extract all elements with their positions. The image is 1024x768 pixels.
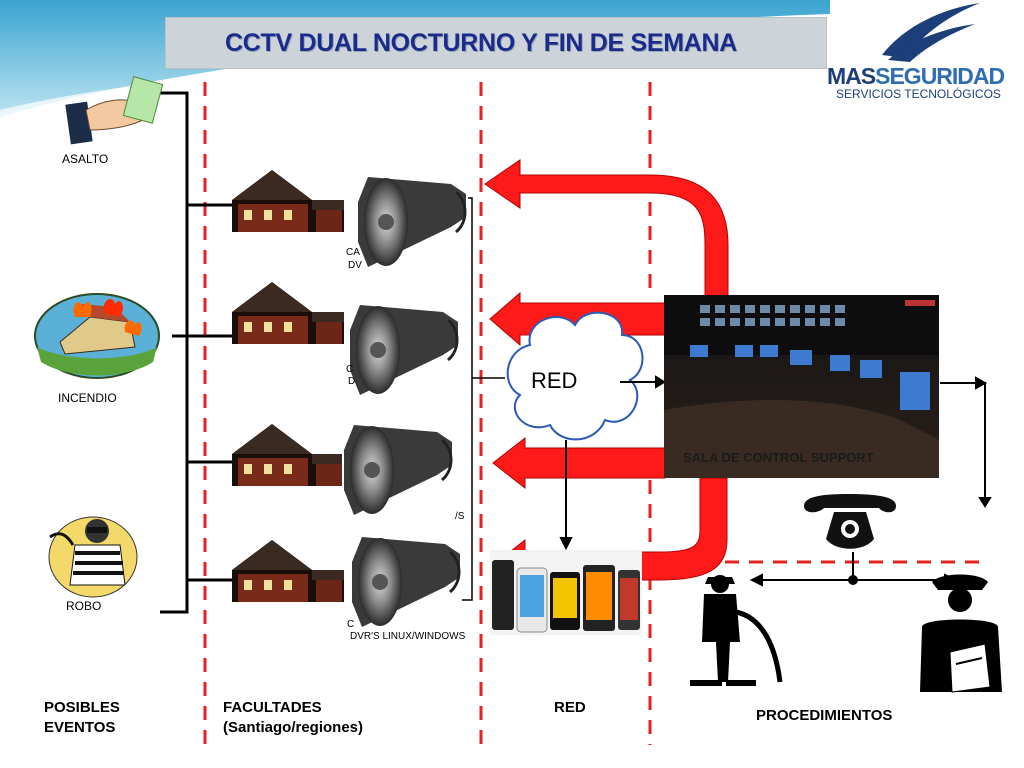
event-label-asalto: ASALTO (62, 152, 109, 166)
event-label-incendio: INCENDIO (58, 391, 117, 405)
events-bracket (160, 91, 232, 614)
facility-text-4: D (348, 376, 356, 387)
title-bar: CCTV DUAL NOCTURNO Y FIN DE SEMANA (165, 17, 827, 69)
house-icon (232, 540, 344, 602)
facility-text-6: C (347, 619, 355, 630)
speaker-horn-icon (342, 420, 454, 522)
facility-text-3: C (346, 364, 354, 375)
brand-name-part1: MAS (827, 63, 876, 89)
facility-text-7: DVR'S LINUX/WINDOWS (350, 631, 466, 642)
house-icon (232, 424, 344, 486)
smartphones-icon (490, 550, 642, 635)
facility-bracket (462, 197, 505, 601)
bill-hand-icon (65, 76, 164, 145)
event-label-robo: ROBO (66, 599, 102, 613)
speaker-horn-icon (350, 532, 462, 632)
brand-subtitle: SERVICIOS TECNOLÓGICOS (836, 87, 1001, 101)
house-icon (232, 170, 344, 232)
caption-facultades: FACULTADES (Santiago/regiones) (223, 698, 363, 738)
speaker-horn-icon (356, 172, 468, 274)
control-room-photo (664, 295, 939, 478)
caption-facultades-line1: FACULTADES (223, 699, 322, 716)
caption-posibles-eventos-line2: EVENTOS (44, 719, 116, 736)
caption-posibles-eventos-line1: POSIBLES (44, 699, 120, 716)
control-room-label: SALA DE CONTROL SUPPORT (683, 450, 874, 465)
cloud-label: RED (531, 368, 578, 393)
speaker-horn-icon (348, 300, 460, 402)
firefighter-icon (690, 575, 783, 686)
caption-red: RED (554, 699, 586, 716)
caption-procedimientos: PROCEDIMIENTOS (756, 707, 893, 724)
brand-logo: MASSEGURIDAD (827, 63, 1005, 90)
caption-posibles-eventos: POSIBLES EVENTOS (44, 698, 120, 738)
swoosh-icon (882, 3, 980, 62)
house-icon (232, 282, 344, 344)
cloud-icon (506, 311, 644, 441)
facility-text-2: DV (348, 260, 362, 271)
house-fire-icon (34, 293, 160, 379)
facility-text-5: /S (455, 511, 465, 522)
caption-facultades-line2: (Santiago/regiones) (223, 719, 364, 736)
facility-text-1: CA (346, 247, 360, 258)
page-title: CCTV DUAL NOCTURNO Y FIN DE SEMANA (225, 29, 738, 57)
brand-name-part2: SEGURIDAD (875, 63, 1005, 89)
police-officer-icon (920, 574, 1002, 693)
phone-icon (804, 494, 896, 549)
burglar-icon (48, 516, 138, 598)
